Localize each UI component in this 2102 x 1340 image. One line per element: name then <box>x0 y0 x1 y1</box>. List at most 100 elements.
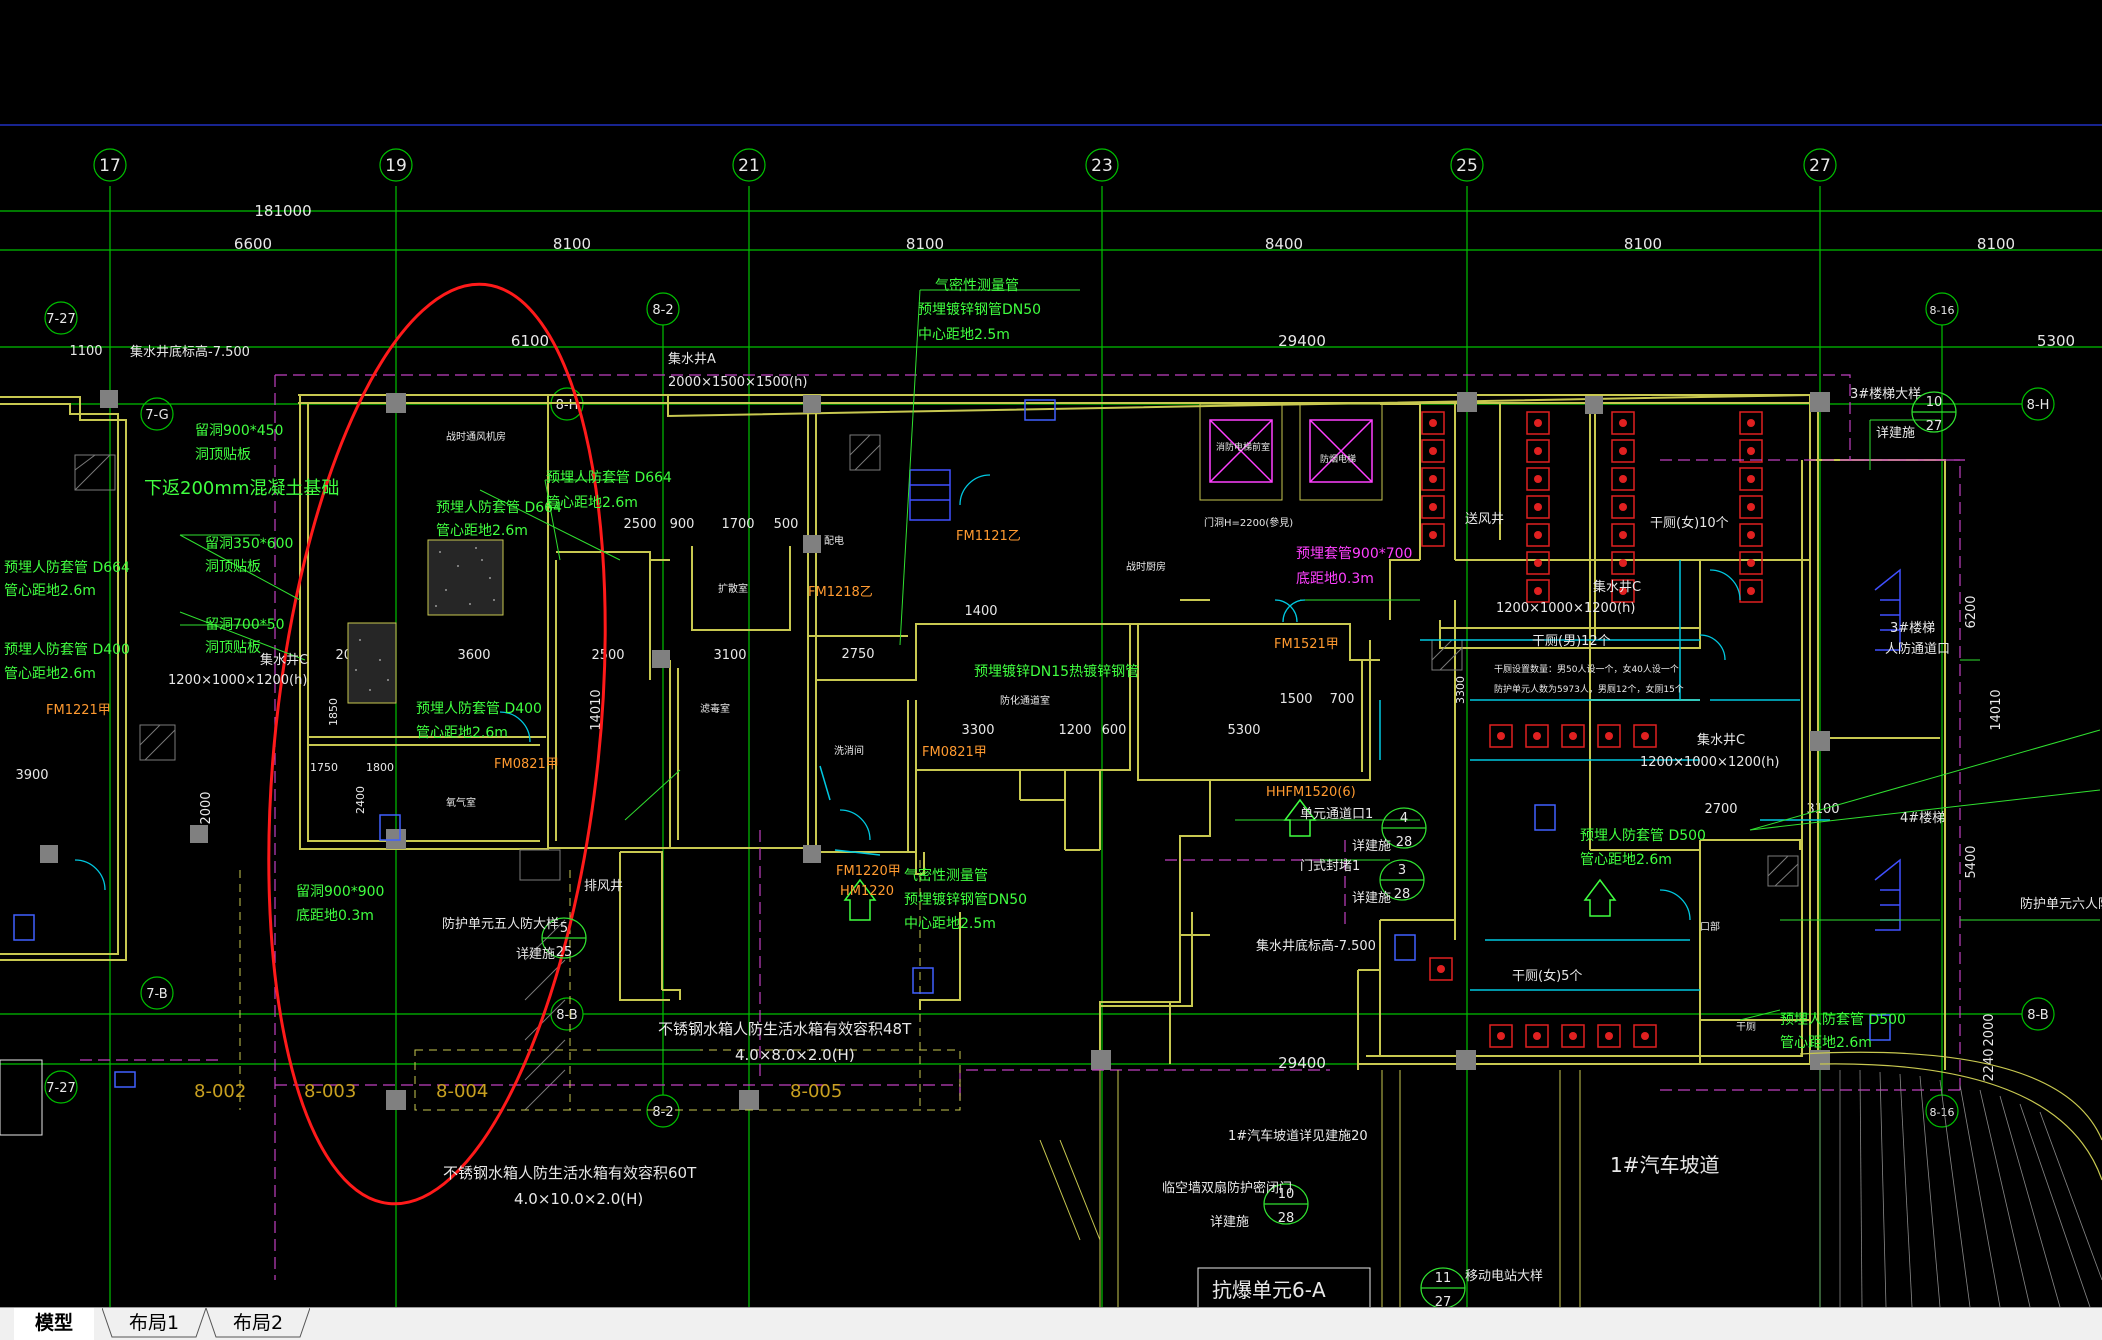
label-detail2: 详建施 <box>1352 891 1391 906</box>
layout-tab-bar: 模型 布局1 布局2 <box>0 1307 2102 1340</box>
callouts <box>541 391 1957 1307</box>
label-gas-pipe: 气密性测量管 <box>935 277 1019 294</box>
callout-11: 11 <box>1435 1271 1452 1286</box>
ramp-arc <box>1799 1051 2102 1181</box>
dim-3300b: 3300 <box>1454 676 1467 704</box>
axis-label-27: 27 <box>1809 156 1831 176</box>
dim-1400: 1400 <box>964 604 997 619</box>
label-note-tiny1: 干厕设置数量：男50人设一个，女40人设一个 <box>1494 663 1679 675</box>
label-fm0821b: FM0821甲 <box>922 745 987 760</box>
dim-1850: 1850 <box>327 698 340 726</box>
label-ramp-detail: 1#汽车坡道详见建施20 <box>1228 1128 1368 1144</box>
label-gas-pipe-b: 气密性测量管 <box>904 867 988 884</box>
zone-labels: 8-002 8-003 8-004 8-005 <box>194 1081 842 1102</box>
cad-model-space[interactable]: 17 19 21 23 25 27 8-2 8-2 8-16 8-16 7-27… <box>0 0 2102 1307</box>
elevators <box>1209 419 1373 483</box>
label-hhfm: HHFM1520(6) <box>1266 785 1356 800</box>
tab-layout2-shape <box>206 1308 310 1338</box>
callout-10-top: 10 <box>1926 395 1943 410</box>
label-drainage: 集水井底标高-7.500 <box>1256 938 1376 954</box>
label-note-tiny2: 防护单元人数为5973人，男厕12个，女厕15个 <box>1494 683 1684 695</box>
toilet-dots <box>1429 419 1755 1040</box>
label-elec: 配电 <box>824 534 844 547</box>
tab-layout2-label: 布局2 <box>232 1312 284 1334</box>
label-sump-a-size: 2000×1500×1500(h) <box>668 375 807 390</box>
label-ventilation: 送风井 <box>1465 512 1504 527</box>
label-reserve-hole3b: 洞顶贴板 <box>205 640 261 656</box>
callout-27: 27 <box>1435 1295 1452 1307</box>
tab-model[interactable]: 模型 <box>14 1308 94 1340</box>
label-room-sec: 防化通道室 <box>1000 694 1050 707</box>
label-elev2: 防烟电梯 <box>1320 453 1356 465</box>
dim-14010b: 14010 <box>589 689 604 730</box>
dim-3900: 3900 <box>15 768 48 783</box>
label-pre-pipe4: 预埋人防套管 D664 <box>4 560 130 576</box>
zone-8-003: 8-003 <box>304 1081 356 1102</box>
label-stair3b: 3#楼梯 <box>1890 621 1935 636</box>
label-detail4: 详建施 <box>1210 1215 1249 1230</box>
label-tank1-size: 4.0×8.0×2.0(H) <box>735 1046 855 1064</box>
label-detail3: 详建施 <box>516 947 555 962</box>
sub-axis-8-Bb: 8-B <box>2027 1008 2048 1023</box>
dim-6200: 6200 <box>1964 595 1979 628</box>
dim-total: 181000 <box>254 202 311 220</box>
label-gas-pipe2: 预埋镀锌钢管DN50 <box>918 301 1041 318</box>
dim-1100: 1100 <box>69 344 102 359</box>
dim-6100: 6100 <box>511 332 549 350</box>
label-room-filter: 滤毒室 <box>700 702 730 715</box>
vertical-dims: 2000 2240 6200 5400 14010 14010 2000 240… <box>199 595 2004 1081</box>
zone-8-005: 8-005 <box>790 1081 842 1102</box>
columns <box>40 390 1830 1110</box>
label-stair3: 3#楼梯大样 <box>1850 387 1921 402</box>
label-pre-pipe3b: 管心距地2.6m <box>416 725 508 741</box>
door-arcs <box>74 474 1741 921</box>
labels-green: 气密性测量管 预埋镀锌钢管DN50 中心距地2.5m 下返200mm混凝土基础 … <box>4 277 1906 1051</box>
label-fm1521: FM1521甲 <box>1274 637 1339 652</box>
callout-3: 3 <box>1398 863 1406 878</box>
label-fm1121: FM1121乙 <box>956 529 1021 544</box>
dim-8100c: 8100 <box>1624 235 1662 253</box>
label-gas-pipe3: 中心距地2.5m <box>918 327 1010 343</box>
green-arrows <box>843 798 1617 921</box>
dim-2000b: 2000 <box>1982 1013 1997 1046</box>
dim-5300b: 5300 <box>1227 723 1260 738</box>
label-toilet-f1: 干厕(女)10个 <box>1650 515 1729 531</box>
toilets <box>1421 411 1763 1048</box>
sub-axis-7-G: 7-G <box>145 408 169 423</box>
label-pre-pipe7: 预埋人防套管 D500 <box>1780 1012 1906 1028</box>
dimension-texts: 181000 6600 8100 8100 8400 8100 8100 610… <box>15 202 2075 1072</box>
labels-orange: FM0821甲 FM1221甲 FM1121乙 FM1218乙 FM0821甲 … <box>46 529 1356 899</box>
axis-label-17: 17 <box>99 156 121 176</box>
label-hm1220: HM1220 <box>840 884 894 899</box>
label-protect-unit6: 防护单元六人防大样 <box>2020 896 2102 912</box>
axis-label-21: 21 <box>738 156 760 176</box>
dim-2000c: 2000 <box>199 791 214 824</box>
axis-bubble-21 <box>732 148 766 182</box>
dim-2400: 2400 <box>354 786 367 814</box>
label-sump-c2: 集水井C <box>1593 579 1641 595</box>
label-pre-pipe7b: 管心距地2.6m <box>1780 1035 1872 1051</box>
elevator-shafts <box>1199 403 1383 501</box>
dim-1200: 1200 <box>1058 723 1091 738</box>
markup-cloud-circle[interactable] <box>228 268 647 1221</box>
sub-axis-8-16b: 8-16 <box>1930 1106 1955 1119</box>
dim-29400: 29400 <box>1278 332 1326 350</box>
ramp-verticals <box>1039 1070 1581 1307</box>
label-room-wash: 洗消间 <box>834 744 864 757</box>
label-pre-pipe3: 预埋人防套管 D400 <box>416 701 542 717</box>
concrete-hatch <box>427 539 504 616</box>
label-door-seal: 门式封堵1 <box>1300 859 1360 874</box>
sub-axis-7-27b: 7-27 <box>46 1081 76 1096</box>
dim-900: 900 <box>670 517 695 532</box>
sub-axis-8-B: 8-B <box>556 1008 577 1023</box>
equipment <box>13 399 1891 1088</box>
callout-27-top: 27 <box>1926 419 1943 434</box>
label-reserve-900b: 底距地0.3m <box>296 908 374 924</box>
label-pre-pipe1: 预埋人防套管 D664 <box>546 470 672 486</box>
tab-layout2[interactable]: 布局2 <box>206 1308 310 1338</box>
label-stair3c: 人防通道口 <box>1885 641 1950 657</box>
tab-layout1[interactable]: 布局1 <box>102 1308 206 1338</box>
label-pre-pipe6: 预埋人防套管 D500 <box>1580 828 1706 844</box>
sub-axis-labels: 8-2 8-2 8-16 8-16 7-27 7-27 8-H 8-H 8-B … <box>46 303 2049 1120</box>
